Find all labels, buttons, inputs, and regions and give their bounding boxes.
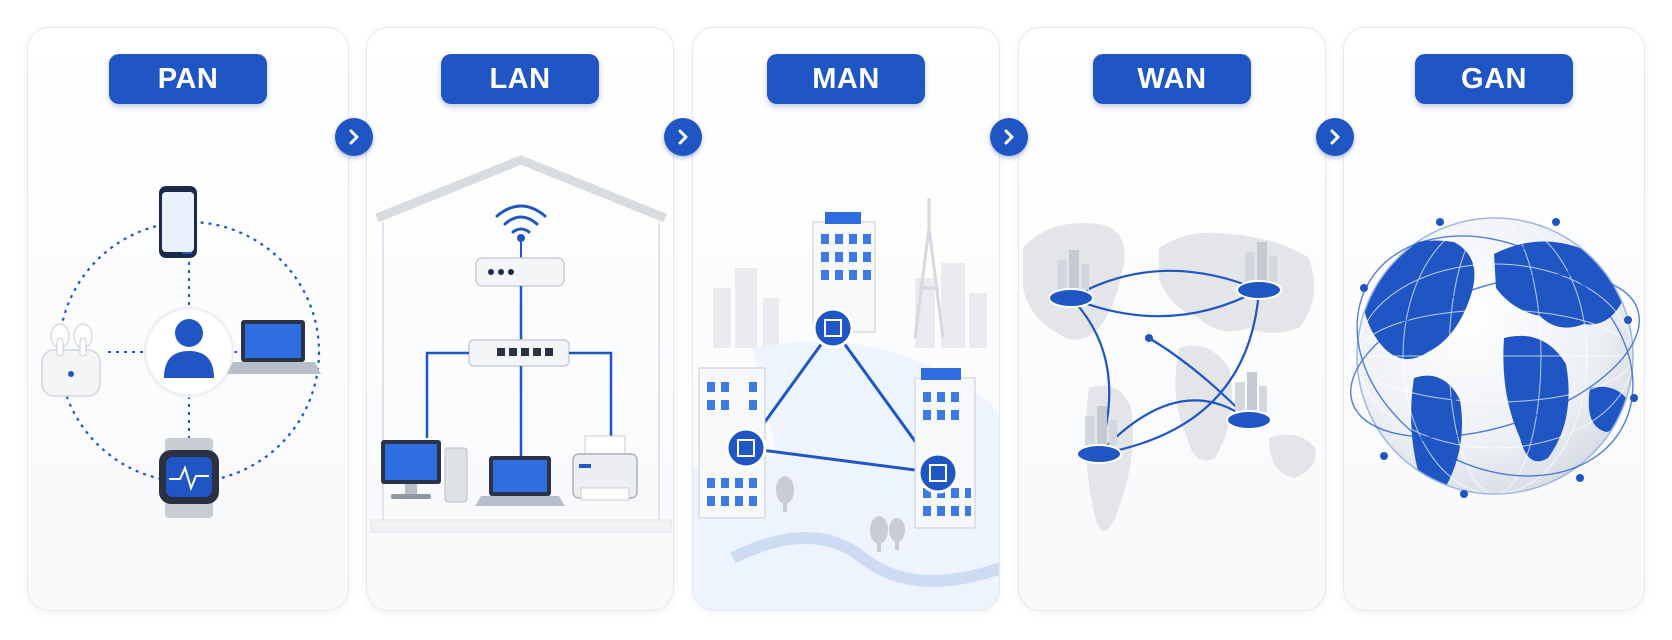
gan-illustration — [1350, 217, 1640, 498]
chevron-right-icon — [678, 129, 688, 145]
lan-illustration — [370, 155, 672, 533]
chevron-right-icon — [1004, 129, 1014, 145]
network-switch-icon — [468, 339, 570, 367]
wan-label: WAN — [1093, 54, 1251, 104]
chevron-right-icon — [349, 129, 359, 145]
user-icon — [143, 306, 235, 398]
city-node-icon — [1236, 242, 1282, 300]
gan-panel: GAN — [1343, 27, 1645, 611]
building-icon — [914, 368, 976, 529]
city-node-icon — [812, 307, 854, 349]
globe-icon — [1350, 217, 1640, 498]
city-node-icon — [725, 427, 767, 469]
router-icon — [475, 257, 565, 287]
smartwatch-icon — [159, 438, 219, 518]
lan-label: LAN — [441, 54, 599, 104]
desktop-computer-icon — [381, 440, 468, 503]
city-node-icon — [1076, 406, 1122, 464]
wifi-icon — [495, 204, 547, 242]
pan-panel: PAN — [27, 27, 349, 611]
lan-panel: LAN — [366, 27, 674, 611]
wan-panel: WAN — [1018, 27, 1326, 611]
man-illustration — [693, 198, 999, 610]
city-node-icon — [917, 452, 959, 494]
pan-illustration — [41, 186, 321, 518]
wan-illustration — [1023, 223, 1316, 531]
chevron-right-icon — [1330, 129, 1340, 145]
gan-label: GAN — [1415, 54, 1573, 104]
earbuds-icon — [41, 323, 101, 397]
laptop-icon — [475, 456, 565, 506]
next-arrow-1[interactable] — [335, 118, 373, 156]
house-icon — [370, 155, 672, 533]
next-arrow-2[interactable] — [664, 118, 702, 156]
city-node-icon — [1048, 250, 1094, 308]
city-node-icon — [1226, 372, 1272, 430]
next-arrow-3[interactable] — [990, 118, 1028, 156]
next-arrow-4[interactable] — [1316, 118, 1354, 156]
laptop-icon — [227, 320, 321, 374]
man-label: MAN — [767, 54, 925, 104]
man-panel: MAN — [692, 27, 1000, 611]
printer-icon — [572, 435, 638, 501]
pan-label: PAN — [109, 54, 267, 104]
tower-icon — [913, 198, 945, 339]
smartphone-icon — [159, 186, 197, 258]
